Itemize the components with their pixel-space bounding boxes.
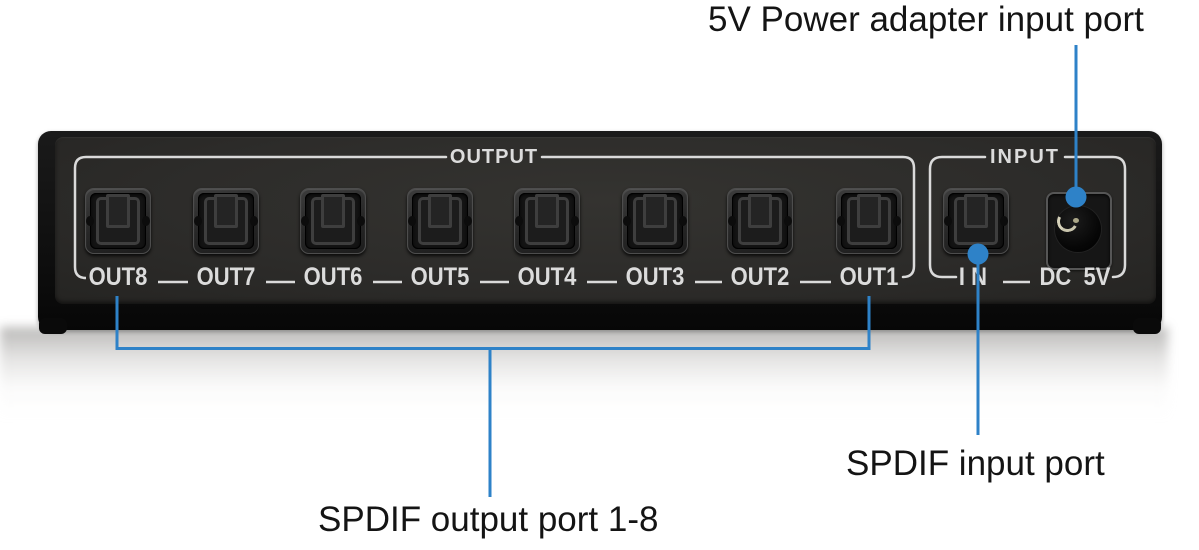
port-clip	[1000, 216, 1008, 226]
port-tab	[214, 194, 238, 228]
port-tab	[106, 194, 130, 228]
port-clip	[728, 216, 736, 226]
port-clip	[86, 216, 94, 226]
port-clip	[194, 216, 202, 226]
port-tab	[857, 194, 881, 228]
port-tab	[428, 194, 452, 228]
port-clip	[623, 216, 631, 226]
port-clip	[515, 216, 523, 226]
port-tab	[643, 194, 667, 228]
dc-power-jack-icon	[1046, 192, 1112, 270]
port-clip	[357, 216, 365, 226]
port-clip	[408, 216, 416, 226]
port-tab	[321, 194, 345, 228]
port-label-out2: OUT2	[730, 263, 790, 291]
toslink-port-out5-icon	[407, 188, 473, 254]
port-clip	[571, 216, 579, 226]
port-label-out7: OUT7	[196, 263, 256, 291]
input-section-label: INPUT	[990, 146, 1060, 168]
output-section-label: OUTPUT	[449, 146, 539, 168]
toslink-port-out6-icon	[300, 188, 366, 254]
port-label-in: IN	[958, 263, 994, 291]
annotation-spdif-output: SPDIF output port 1-8	[318, 500, 659, 539]
port-clip	[837, 216, 845, 226]
port-clip	[301, 216, 309, 226]
port-clip	[250, 216, 258, 226]
toslink-port-in-icon	[943, 188, 1009, 254]
port-clip	[784, 216, 792, 226]
toslink-port-out1-icon	[836, 188, 902, 254]
port-clip	[944, 216, 952, 226]
port-tab	[535, 194, 559, 228]
port-clip	[679, 216, 687, 226]
port-label-out1: OUT1	[839, 263, 899, 291]
dc-pin-highlight	[1073, 218, 1079, 223]
port-clip	[893, 216, 901, 226]
port-tab	[748, 194, 772, 228]
port-label-out6: OUT6	[303, 263, 363, 291]
toslink-port-out7-icon	[193, 188, 259, 254]
port-label-out4: OUT4	[517, 263, 577, 291]
port-label-out3: OUT3	[625, 263, 685, 291]
port-clip	[464, 216, 472, 226]
port-label-dc-5v: DC 5V	[1039, 263, 1111, 291]
toslink-port-out3-icon	[622, 188, 688, 254]
annotation-spdif-input: SPDIF input port	[846, 444, 1105, 483]
toslink-port-out4-icon	[514, 188, 580, 254]
port-label-out8: OUT8	[88, 263, 148, 291]
device-shadow	[0, 327, 1168, 427]
annotation-power-adapter: 5V Power adapter input port	[708, 0, 1144, 39]
port-tab	[964, 194, 988, 228]
port-clip	[142, 216, 150, 226]
port-label-out5: OUT5	[410, 263, 470, 291]
toslink-port-out8-icon	[85, 188, 151, 254]
toslink-port-out2-icon	[727, 188, 793, 254]
